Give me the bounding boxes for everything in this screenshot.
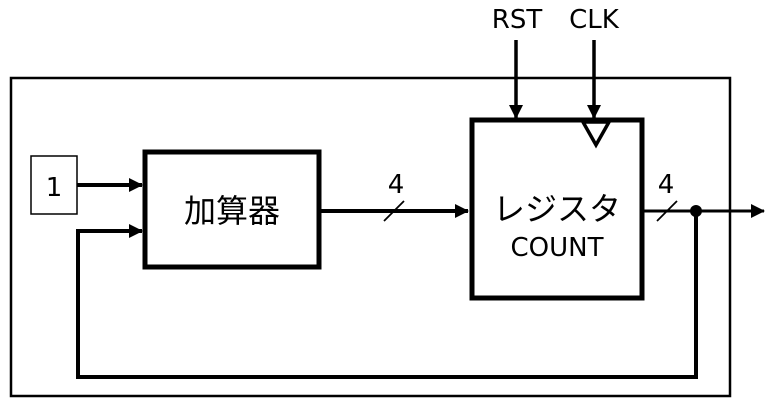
register-name: COUNT [511, 233, 604, 263]
bus-width-adder-to-register: 4 [388, 170, 405, 200]
adder-block: 加算器 [142, 149, 322, 270]
rst-signal-label: RST [492, 5, 543, 35]
register-label: レジスタ [493, 190, 621, 228]
wire-feedback [76, 211, 698, 379]
junction-dot [690, 205, 702, 217]
register-block: レジスタ COUNT [469, 117, 645, 301]
bus-slash-adder-to-register [383, 200, 405, 222]
clock-triangle-icon [580, 120, 612, 149]
clk-signal-label: CLK [569, 5, 620, 35]
adder-label: 加算器 [184, 192, 280, 230]
constant-input-box: 1 [30, 155, 78, 215]
constant-input-label: 1 [46, 173, 63, 203]
bus-width-register-output: 4 [658, 170, 675, 200]
outer-boundary-rect [9, 76, 732, 398]
bus-slash-register-output [656, 200, 678, 222]
